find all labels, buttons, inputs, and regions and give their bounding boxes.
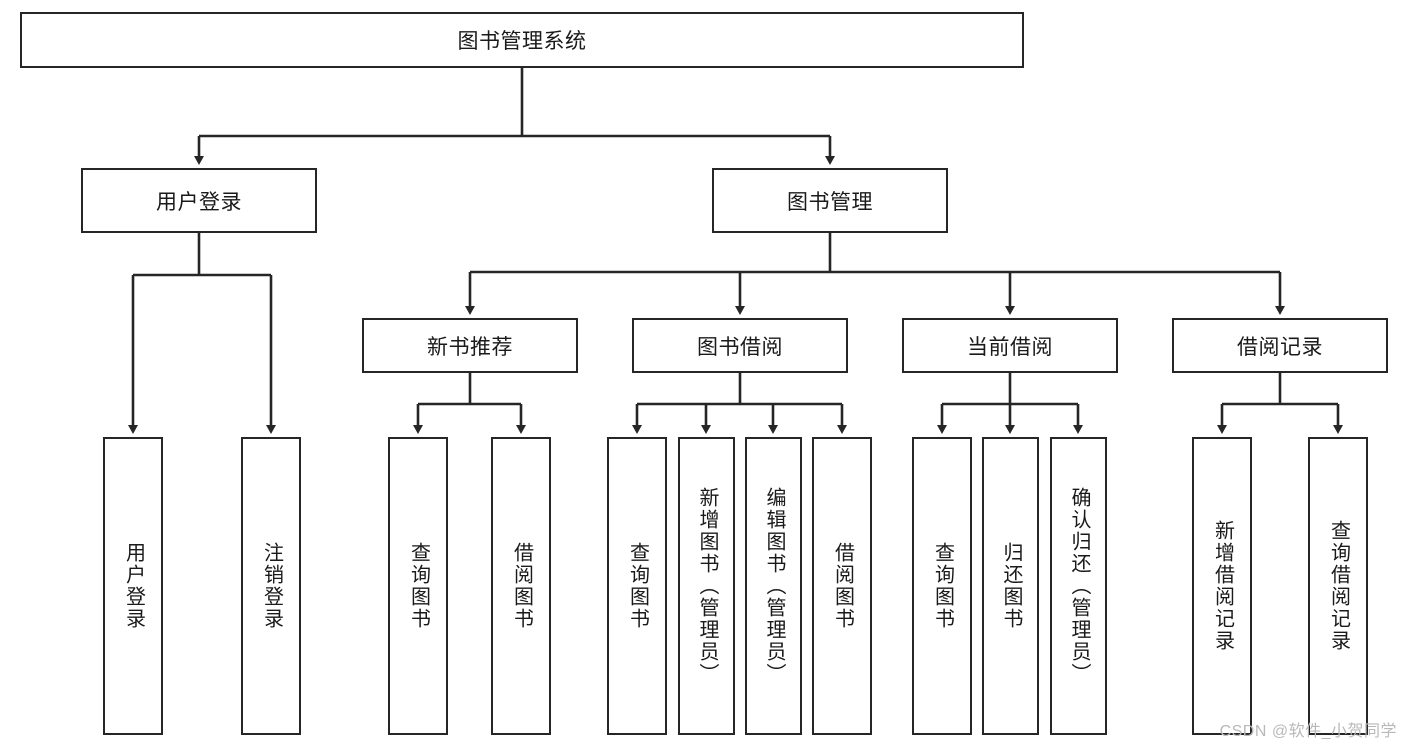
leaf-add-book-admin[interactable]: 新增图书（管理员） xyxy=(678,437,735,735)
node-book-borrowing[interactable]: 图书借阅 xyxy=(632,318,848,373)
node-current-borrowing[interactable]: 当前借阅 xyxy=(902,318,1118,373)
node-label: 图书管理 xyxy=(787,190,873,214)
node-label: 注销登录 xyxy=(260,542,283,630)
node-label: 图书管理系统 xyxy=(457,30,587,53)
node-label: 查询图书 xyxy=(407,542,430,630)
leaf-add-borrow-record[interactable]: 新增借阅记录 xyxy=(1192,437,1252,735)
node-label: 用户登录 xyxy=(156,190,242,214)
node-label: 借阅记录 xyxy=(1237,335,1323,359)
node-label: 新增图书（管理员） xyxy=(696,487,718,685)
node-book-management[interactable]: 图书管理 xyxy=(712,168,948,233)
leaf-query-books-recommend[interactable]: 查询图书 xyxy=(388,437,448,735)
leaf-return-books[interactable]: 归还图书 xyxy=(982,437,1039,735)
node-label: 新书推荐 xyxy=(427,335,513,359)
leaf-user-login[interactable]: 用户登录 xyxy=(103,437,163,735)
node-label: 编辑图书（管理员） xyxy=(763,487,785,685)
node-label: 查询图书 xyxy=(931,542,954,630)
leaf-confirm-return-admin[interactable]: 确认归还（管理员） xyxy=(1050,437,1107,735)
leaf-query-borrow-record[interactable]: 查询借阅记录 xyxy=(1308,437,1368,735)
node-label: 借阅图书 xyxy=(510,542,533,630)
leaf-query-books-borrowing[interactable]: 查询图书 xyxy=(607,437,667,735)
leaf-borrow-books-recommend[interactable]: 借阅图书 xyxy=(491,437,551,735)
node-label: 用户登录 xyxy=(122,542,145,630)
leaf-query-books-current[interactable]: 查询图书 xyxy=(912,437,972,735)
node-label: 查询图书 xyxy=(626,542,649,630)
node-borrow-records[interactable]: 借阅记录 xyxy=(1172,318,1388,373)
node-label: 确认归还（管理员） xyxy=(1068,487,1090,685)
node-label: 归还图书 xyxy=(1000,542,1022,630)
node-label: 当前借阅 xyxy=(967,335,1053,359)
leaf-borrow-books-borrowing[interactable]: 借阅图书 xyxy=(812,437,872,735)
node-label: 借阅图书 xyxy=(831,542,854,630)
node-new-book-recommendation[interactable]: 新书推荐 xyxy=(362,318,578,373)
node-label: 图书借阅 xyxy=(697,335,783,359)
leaf-logout[interactable]: 注销登录 xyxy=(241,437,301,735)
leaf-edit-book-admin[interactable]: 编辑图书（管理员） xyxy=(745,437,802,735)
watermark: CSDN @软件_小贺同学 xyxy=(1219,723,1397,740)
node-user-login[interactable]: 用户登录 xyxy=(81,168,317,233)
node-root-system[interactable]: 图书管理系统 xyxy=(20,12,1024,68)
node-label: 新增借阅记录 xyxy=(1211,520,1234,652)
node-label: 查询借阅记录 xyxy=(1327,520,1350,652)
